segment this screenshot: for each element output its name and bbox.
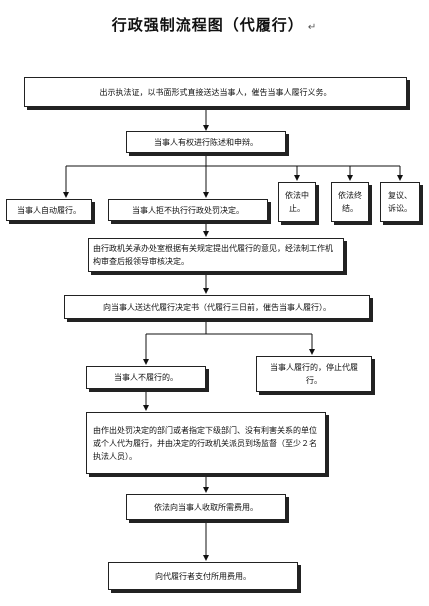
step-not-perform: 当事人不履行的。 xyxy=(86,366,206,389)
step-suspend-text: 依法中止。 xyxy=(285,191,309,213)
step-refuse: 当事人拒不执行行政处罚决定。 xyxy=(108,199,268,221)
step-execute: 由作出处罚决定的部门或者指定下级部门、没有利害关系的单位或个人代为履行，并由决定… xyxy=(86,412,326,474)
page-title: 行政强制流程图（代履行）↵ xyxy=(0,14,429,35)
return-mark-icon: ↵ xyxy=(307,22,318,33)
step-pay: 向代履行者支付所用费用。 xyxy=(108,562,298,590)
step-stop: 当事人履行的，停止代履行。 xyxy=(256,356,372,392)
step-draft: 由行政机关承办处室根据有关规定提出代履行的意见，经法制工作机构审查后报领导审核决… xyxy=(88,238,344,272)
step-terminate-text: 依法终结。 xyxy=(338,191,362,213)
step-review: 复议、诉讼。 xyxy=(380,182,420,222)
step-defense-text: 当事人有权进行陈述和申辩。 xyxy=(154,137,258,147)
step-execute-text: 由作出处罚决定的部门或者指定下级部门、没有利害关系的单位或个人代为履行，并由决定… xyxy=(93,425,317,461)
step-deliver-text: 向当事人送达代履行决定书（代履行三日前，催告当事人履行）。 xyxy=(103,302,331,312)
step-stop-text: 当事人履行的，停止代履行。 xyxy=(270,363,358,385)
step-not-perform-text: 当事人不履行的。 xyxy=(114,373,178,382)
step-defense: 当事人有权进行陈述和申辩。 xyxy=(126,131,286,153)
step-self-perform-text: 当事人自动履行。 xyxy=(17,205,81,215)
step-draft-text: 由行政机关承办处室根据有关规定提出代履行的意见，经法制工作机构审查后报领导审核决… xyxy=(93,244,333,266)
step-deliver: 向当事人送达代履行决定书（代履行三日前，催告当事人履行）。 xyxy=(64,295,370,319)
step-review-text: 复议、诉讼。 xyxy=(388,191,412,213)
step-notice: 出示执法证，以书面形式直接送达当事人，催告当事人履行义务。 xyxy=(24,77,407,107)
step-collect-text: 依法向当事人收取所需费用。 xyxy=(154,502,258,512)
step-notice-text: 出示执法证，以书面形式直接送达当事人，催告当事人履行义务。 xyxy=(99,87,332,97)
step-terminate: 依法终结。 xyxy=(331,182,369,222)
title-text: 行政强制流程图（代履行） xyxy=(111,16,304,34)
step-collect: 依法向当事人收取所需费用。 xyxy=(126,494,286,520)
step-self-perform: 当事人自动履行。 xyxy=(6,199,92,221)
step-pay-text: 向代履行者支付所用费用。 xyxy=(155,571,251,581)
step-refuse-text: 当事人拒不执行行政处罚决定。 xyxy=(132,205,244,215)
step-suspend: 依法中止。 xyxy=(278,182,316,222)
